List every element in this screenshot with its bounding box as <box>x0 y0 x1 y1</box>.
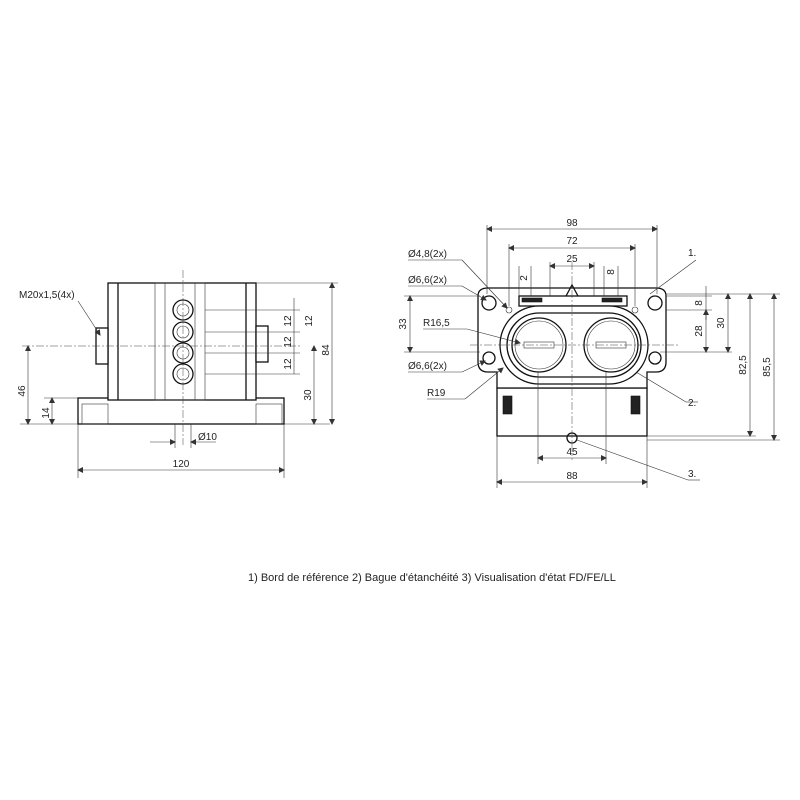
side-base-plate <box>77 397 285 425</box>
front-dim-98: 98 <box>566 218 578 229</box>
front-dim-88: 88 <box>566 471 578 482</box>
side-dim-12a: 12 <box>283 315 294 327</box>
front-radius-165: R16,5 <box>423 318 450 329</box>
front-dim-28: 28 <box>694 325 705 337</box>
side-dim-30: 30 <box>303 389 314 401</box>
side-dim-12b: 12 <box>283 336 294 348</box>
front-hole-48: Ø4,8(2x) <box>408 249 447 260</box>
front-radius-19: R19 <box>427 388 446 399</box>
front-dim-8-top: 8 <box>606 269 617 275</box>
front-view: 98 72 25 2 8 Ø4,8(2x) Ø6,6(2x) R16,5 Ø6,… <box>398 218 780 488</box>
side-center-column <box>154 282 206 401</box>
front-dim-2: 2 <box>519 275 530 281</box>
side-dim-120: 120 <box>173 459 190 470</box>
side-dim-46: 46 <box>17 385 28 397</box>
side-dim-84: 84 <box>321 344 332 356</box>
side-dim-14: 14 <box>41 407 52 419</box>
front-dim-825: 82,5 <box>738 355 749 375</box>
front-dim-30: 30 <box>716 317 727 329</box>
side-gland-right <box>255 325 269 363</box>
front-dim-25: 25 <box>566 254 578 265</box>
front-callout-2: 2. <box>688 398 696 409</box>
front-hole-66-top: Ø6,6(2x) <box>408 275 447 286</box>
side-dim-12c: 12 <box>283 358 294 370</box>
front-dim-855: 85,5 <box>762 357 773 377</box>
side-base-foot-right <box>255 403 283 425</box>
side-dim-dia10: Ø10 <box>198 432 217 443</box>
side-base-foot-left <box>81 403 109 425</box>
front-callout-1: 1. <box>688 248 696 259</box>
legend-text: 1) Bord de référence 2) Bague d'étanchéi… <box>248 572 616 584</box>
front-dim-45: 45 <box>566 447 578 458</box>
side-view: 46 14 M20x1,5(4x) 120 Ø10 12 12 12 12 30… <box>17 270 338 478</box>
front-mounting-holes <box>481 295 663 365</box>
front-dim-8-right: 8 <box>694 300 705 306</box>
front-hole-66-bottom: Ø6,6(2x) <box>408 361 447 372</box>
front-callout-3: 3. <box>688 469 696 480</box>
front-dim-72: 72 <box>566 236 578 247</box>
side-dim-12d: 12 <box>304 315 315 327</box>
side-thread-label: M20x1,5(4x) <box>19 290 75 301</box>
front-dim-33: 33 <box>398 318 409 330</box>
